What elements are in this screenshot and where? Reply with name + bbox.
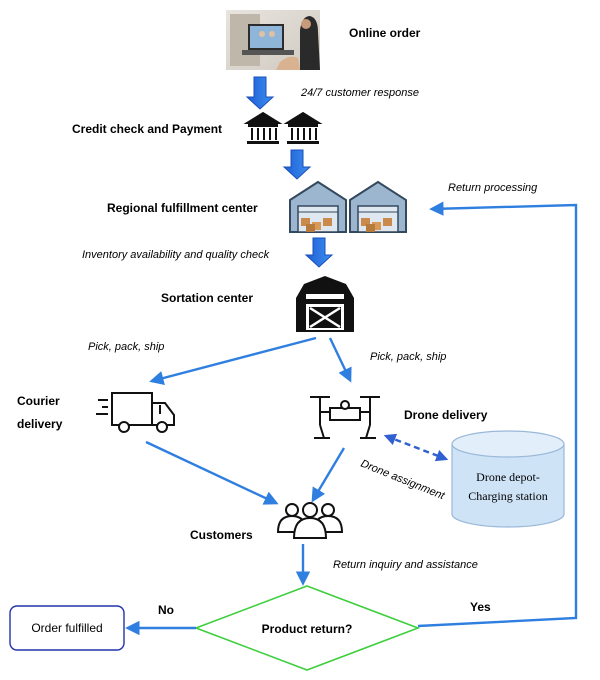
credit-check-label: Credit check and Payment <box>72 122 222 136</box>
drone-depot-label-line2: Charging station <box>468 489 547 503</box>
pick-pack-ship-left-label: Pick, pack, ship <box>88 341 164 353</box>
inventory-check-label: Inventory availability and quality check <box>82 249 270 261</box>
drone-assignment-label: Drone assignment <box>359 458 447 503</box>
drone-icon <box>310 396 380 439</box>
arrow-sortation-to-drone <box>328 337 352 383</box>
block-arrow-credit-to-regional <box>282 149 312 180</box>
no-label: No <box>158 603 174 617</box>
pick-pack-ship-right-label: Pick, pack, ship <box>370 351 446 363</box>
order-fulfilled-box <box>9 605 125 651</box>
people-group-icon <box>276 502 344 539</box>
bank-building-icon <box>243 111 283 144</box>
drone-delivery-label: Drone delivery <box>404 408 488 422</box>
sortation-center-label: Sortation center <box>161 291 253 305</box>
delivery-truck-icon <box>96 392 175 433</box>
arrow-drone-to-customers <box>311 447 346 503</box>
online-order-label: Online order <box>349 26 421 40</box>
warehouse-icon <box>349 180 407 233</box>
yes-label: Yes <box>470 600 491 614</box>
return-processing-label: Return processing <box>448 182 538 194</box>
return-inquiry-label: Return inquiry and assistance <box>333 559 478 571</box>
laptop-video-call-photo-icon <box>226 10 320 70</box>
drone-depot-cylinder <box>451 430 565 528</box>
order-fulfilled-label: Order fulfilled <box>31 621 102 635</box>
product-return-label: Product return? <box>262 622 353 636</box>
customers-label: Customers <box>190 528 253 542</box>
drone-depot-label-line1: Drone depot- <box>476 470 540 484</box>
arrow-drone-depot-dashed <box>383 433 449 462</box>
customer-response-label: 24/7 customer response <box>300 87 419 99</box>
courier-label-line2: delivery <box>17 417 63 431</box>
block-arrow-order-to-credit <box>245 76 275 110</box>
regional-center-label: Regional fulfillment center <box>107 201 258 215</box>
block-arrow-regional-to-sortation <box>304 237 334 268</box>
courier-label-line1: Courier <box>17 394 60 408</box>
warehouse-icon <box>289 180 347 233</box>
arrow-courier-to-customers <box>145 440 279 505</box>
arrow-sortation-to-courier <box>149 336 317 386</box>
bank-building-icon <box>283 111 323 144</box>
arrow-return-yes-loop <box>417 201 578 628</box>
product-return-decision <box>193 585 421 671</box>
barn-icon <box>296 276 354 332</box>
